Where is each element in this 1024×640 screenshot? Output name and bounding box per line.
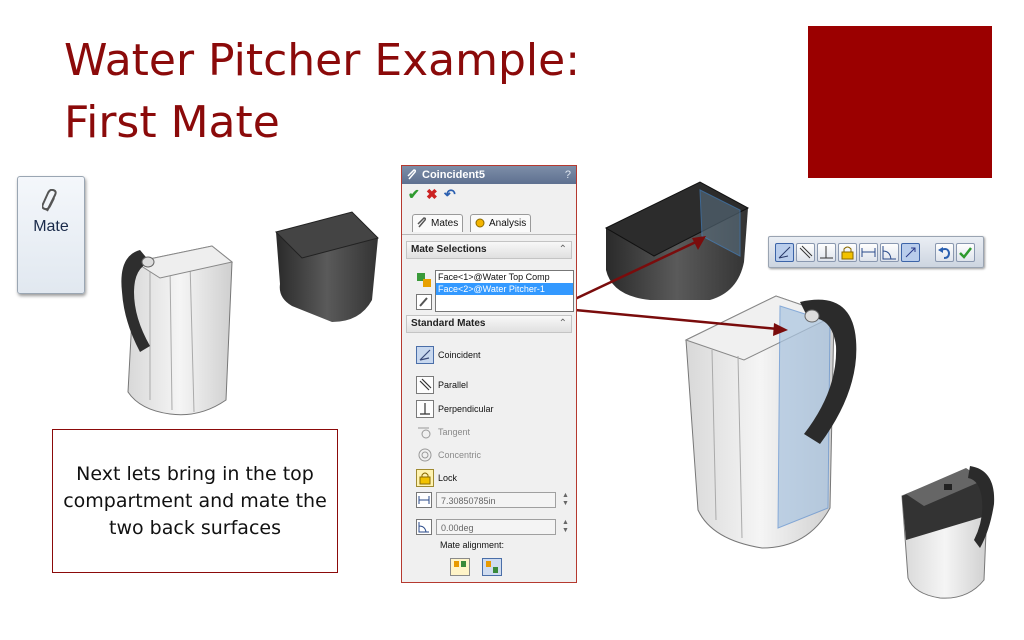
property-manager-title-bar: Coincident5 ?	[402, 166, 576, 184]
property-manager-actions: ✔ ✖ ↶	[402, 184, 576, 206]
slide-title-line-1: Water Pitcher Example:	[64, 35, 581, 86]
checkmark-icon	[959, 247, 972, 259]
undo-toolbar-button[interactable]	[935, 243, 954, 262]
coincident-toolbar-button[interactable]	[775, 243, 794, 262]
angle-toolbar-button[interactable]	[880, 243, 899, 262]
lock-icon	[841, 246, 854, 260]
flip-alignment-icon	[905, 247, 916, 258]
mate-selections-title: Mate Selections	[411, 244, 487, 255]
ok-button[interactable]: ✔	[408, 186, 420, 202]
angle-icon	[882, 246, 896, 260]
pitcher-model-left	[121, 245, 234, 416]
mate-pop-up-toolbar	[768, 236, 984, 268]
compartment-model-highlighted	[604, 181, 750, 300]
distance-spinner[interactable]: ▲▼	[562, 492, 569, 507]
anti-aligned-button[interactable]	[482, 558, 502, 579]
mate-button[interactable]: Mate	[17, 176, 85, 294]
tangent-label: Tangent	[438, 427, 471, 437]
mate-selections-list[interactable]: Face<1>@Water Top Comp Face<2>@Water Pit…	[435, 270, 574, 312]
perpendicular-label: Perpendicular	[438, 404, 494, 414]
instruction-note: Next lets bring in the top compartment a…	[52, 429, 338, 573]
collapse-icon: ⌃	[558, 244, 567, 255]
parallel-icon	[416, 376, 434, 394]
property-manager-title: Coincident5	[422, 169, 485, 181]
tab-analysis[interactable]: Analysis	[470, 214, 532, 232]
property-manager-tabs: Mates Analysis	[402, 206, 576, 235]
help-button[interactable]: ?	[564, 169, 571, 181]
alignment-toolbar-button[interactable]	[901, 243, 920, 262]
distance-toolbar-button[interactable]	[859, 243, 878, 262]
tab-mates-label: Mates	[431, 218, 459, 229]
selection-icon	[416, 272, 432, 291]
distance-icon	[861, 248, 876, 257]
mate-alignment-label: Mate alignment:	[440, 540, 505, 550]
mate-arrows	[574, 236, 788, 336]
coincident-icon	[778, 246, 791, 259]
pitcher-model-right	[684, 295, 857, 549]
compartment-model	[275, 211, 379, 322]
angle-spinner[interactable]: ▲▼	[562, 519, 569, 534]
lock-toolbar-button[interactable]	[838, 243, 857, 262]
undo-button[interactable]: ↶	[444, 186, 456, 202]
distance-input[interactable]: 7.30850785in	[436, 492, 556, 508]
slide-title: Water Pitcher Example: First Mate	[64, 30, 744, 154]
analysis-icon	[474, 217, 486, 236]
tab-mates[interactable]: Mates	[412, 214, 464, 232]
collapse-icon: ⌃	[558, 318, 567, 329]
cancel-button[interactable]: ✖	[426, 186, 438, 202]
angle-icon	[416, 519, 432, 538]
pitcher-model-assembled	[901, 466, 995, 599]
list-item[interactable]: Face<2>@Water Pitcher-1	[436, 283, 573, 295]
mate-property-manager: Coincident5 ? ✔ ✖ ↶ Mates Analysis Mate …	[401, 165, 577, 583]
distance-icon	[416, 492, 432, 511]
mate-button-label: Mate	[33, 218, 69, 235]
standard-mates-title: Standard Mates	[411, 318, 486, 329]
aligned-button[interactable]	[450, 558, 470, 579]
perpendicular-icon	[820, 246, 833, 259]
ok-toolbar-button[interactable]	[956, 243, 975, 262]
paperclip-icon	[406, 169, 418, 187]
parallel-icon	[799, 245, 813, 259]
paperclip-icon	[416, 217, 428, 236]
angle-input[interactable]: 0.00deg	[436, 519, 556, 535]
mate-selections-header[interactable]: Mate Selections ⌃	[406, 241, 572, 259]
list-item[interactable]: Face<1>@Water Top Comp	[438, 272, 550, 282]
concentric-label: Concentric	[438, 450, 482, 460]
paperclip-icon	[41, 188, 60, 220]
mate-pin-icon	[416, 294, 432, 313]
tangent-icon	[416, 423, 434, 441]
parallel-label: Parallel	[438, 380, 469, 390]
undo-icon	[938, 247, 951, 259]
coincident-icon	[416, 346, 434, 364]
standard-mates-header[interactable]: Standard Mates ⌃	[406, 315, 572, 333]
concentric-icon	[416, 446, 434, 464]
coincident-label: Coincident	[438, 350, 481, 360]
accent-square	[808, 26, 992, 178]
parallel-toolbar-button[interactable]	[796, 243, 815, 262]
lock-label: Lock	[438, 473, 458, 483]
lock-icon	[416, 469, 434, 487]
slide-title-line-2: First Mate	[64, 97, 280, 148]
tab-analysis-label: Analysis	[489, 218, 527, 229]
perpendicular-icon	[416, 400, 434, 418]
perpendicular-toolbar-button[interactable]	[817, 243, 836, 262]
